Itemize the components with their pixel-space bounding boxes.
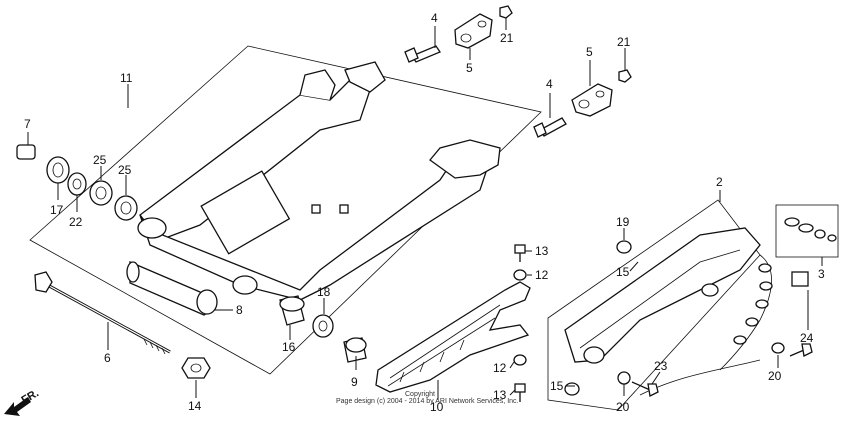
callout-8: 8 <box>236 303 243 317</box>
front-direction-indicator: FR. <box>4 387 41 416</box>
leader-lines <box>27 18 823 400</box>
swingarm-drawing <box>137 61 501 301</box>
chain-guide-part <box>375 281 531 393</box>
callout-14: 14 <box>188 399 202 413</box>
callout-10: 10 <box>430 400 444 414</box>
copyright-line-1: Copyright <box>405 391 435 398</box>
callout-13-top: 13 <box>535 244 549 258</box>
callout-9: 9 <box>351 375 358 389</box>
copyright-line-2: Page design (c) 2004 - 2014 by ARI Netwo… <box>336 398 519 405</box>
callout-22: 22 <box>69 215 83 229</box>
callout-18: 18 <box>317 285 331 299</box>
callout-13-bottom: 13 <box>493 388 507 402</box>
callout-6: 6 <box>104 351 111 365</box>
callout-5-right: 5 <box>586 45 593 59</box>
callout-3: 3 <box>818 267 825 281</box>
callout-4-top: 4 <box>431 11 438 25</box>
drive-chain <box>639 254 773 396</box>
front-arrow-icon <box>4 397 31 416</box>
callout-2: 2 <box>716 175 723 189</box>
pivot-sleeve-part <box>126 261 218 316</box>
callout-7: 7 <box>24 117 31 131</box>
pivot-bolt-part <box>34 271 171 355</box>
callout-17: 17 <box>50 203 64 217</box>
chain-case-part <box>547 199 761 411</box>
callout-11: 11 <box>120 71 133 85</box>
callout-12-bottom: 12 <box>493 361 507 375</box>
callout-25-b: 25 <box>118 163 132 177</box>
right-side-bushings <box>181 295 367 379</box>
callout-20-right: 20 <box>768 369 782 383</box>
left-side-bearings <box>16 144 138 221</box>
small-hardware <box>513 240 813 402</box>
chain-master-link-kit <box>775 204 839 287</box>
callout-23: 23 <box>654 359 668 373</box>
swingarm-assembly-outline <box>29 45 542 375</box>
callout-4-right: 4 <box>546 77 553 91</box>
callout-21-right: 21 <box>617 35 631 49</box>
callout-21-top: 21 <box>500 31 514 45</box>
callout-15-top: 15 <box>616 265 630 279</box>
front-direction-label: FR. <box>20 387 41 406</box>
chain-adjusters <box>404 5 632 138</box>
callout-19: 19 <box>616 215 630 229</box>
callout-20-bottom: 20 <box>616 400 630 414</box>
callout-12-top: 12 <box>535 268 549 282</box>
callout-24: 24 <box>800 331 814 345</box>
callout-25-a: 25 <box>93 153 107 167</box>
callout-5-top: 5 <box>466 61 473 75</box>
callout-16: 16 <box>282 340 296 354</box>
callout-15-bottom: 15 <box>550 379 564 393</box>
callout-labels: 4 21 5 5 21 4 11 7 25 25 17 22 2 19 13 1… <box>24 11 825 414</box>
